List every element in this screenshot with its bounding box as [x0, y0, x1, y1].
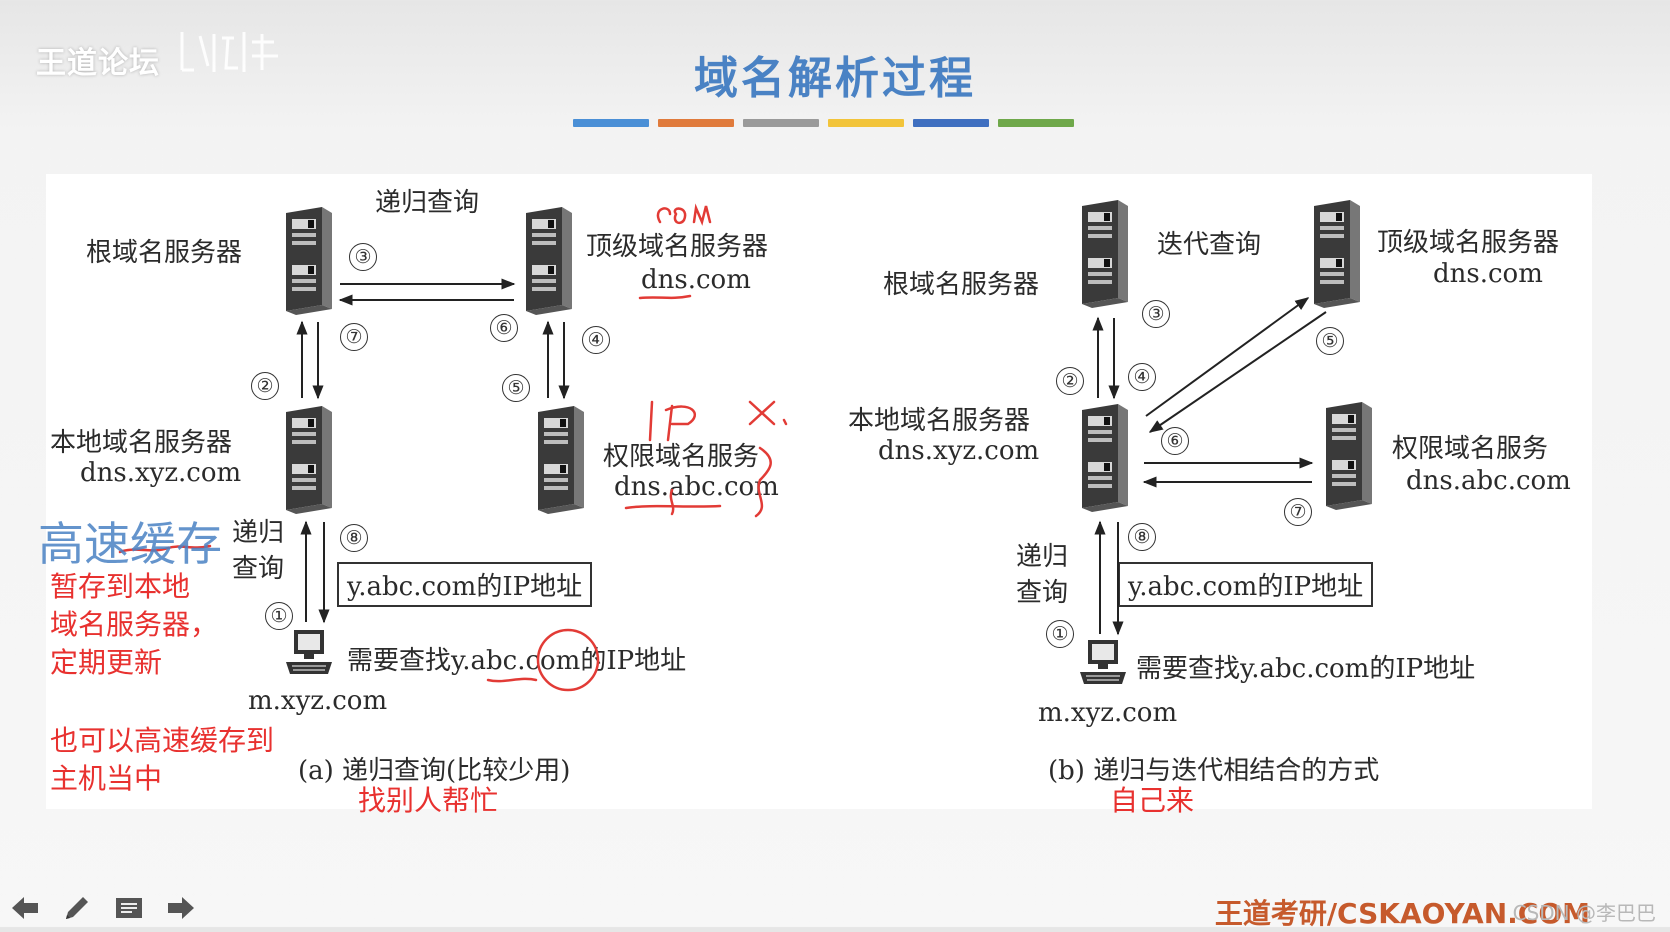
next-button[interactable]: [164, 893, 198, 923]
step-7: ⑦: [340, 323, 368, 351]
step-3: ③: [349, 243, 377, 271]
local-server-label: 本地域名服务器: [50, 428, 233, 458]
auth-server-label: 权限域名服务: [603, 442, 760, 472]
left-note: 找别人帮忙: [358, 784, 499, 817]
root-server-icon-b: [1074, 198, 1130, 308]
color-bar-4: [828, 119, 904, 127]
recursive-side-label-b2: 查询: [1016, 578, 1069, 608]
step-5-b: ⑤: [1316, 327, 1344, 355]
local-server-icon: [278, 404, 334, 514]
step-8: ⑧: [340, 524, 368, 552]
caption-b: (b) 递归与迭代相结合的方式: [1048, 756, 1380, 786]
local-server-label-b: 本地域名服务器: [848, 406, 1031, 436]
pen-icon: [66, 897, 88, 919]
cache-note: 暂存到本地 域名服务器， 定期更新: [50, 568, 218, 682]
slide-title: 域名解析过程: [694, 53, 976, 104]
tld-domain-label-b: dns.com: [1433, 259, 1543, 289]
step-5: ⑤: [502, 374, 530, 402]
step-3-b: ③: [1142, 300, 1170, 328]
auth-server-icon-b: [1318, 400, 1374, 510]
step-6: ⑥: [490, 314, 518, 342]
pen-button[interactable]: [60, 893, 94, 923]
host-name-label-b: m.xyz.com: [1038, 698, 1178, 728]
answer-box-b: y.abc.com的IP地址: [1118, 562, 1374, 607]
answer-box: y.abc.com的IP地址: [337, 562, 593, 607]
host-cache-note: 也可以高速缓存到 主机当中: [50, 722, 274, 798]
caption-a: (a) 递归查询(比较少用): [298, 756, 571, 786]
root-server-icon: [278, 205, 334, 315]
slide-controls: [8, 893, 198, 923]
cache-note-line-2: 域名服务器，: [50, 608, 219, 641]
step-2: ②: [251, 372, 279, 400]
tld-server-icon: [518, 205, 574, 315]
step-6-b: ⑥: [1161, 427, 1189, 455]
color-bar-5: [913, 119, 989, 127]
watermark-logo: [180, 32, 278, 72]
host-query-label-b: 需要查找y.abc.com的IP地址: [1136, 654, 1476, 684]
title-color-bars: [573, 119, 1074, 127]
auth-domain-label: dns.abc.com: [614, 472, 779, 502]
watermark: 王道论坛: [36, 46, 160, 81]
footer-brand: 王道考研/CSKAOYAN.COM: [1214, 897, 1590, 930]
step-4: ④: [582, 326, 610, 354]
local-domain-label: dns.xyz.com: [80, 458, 242, 488]
step-1: ①: [265, 602, 293, 630]
host-query-label: 需要查找y.abc.com的IP地址: [347, 646, 687, 676]
host-cache-note-line-2: 主机当中: [50, 762, 163, 795]
auth-server-icon: [530, 404, 586, 514]
step-2-b: ②: [1056, 367, 1084, 395]
color-bar-1: [573, 119, 649, 127]
root-server-label: 根域名服务器: [86, 238, 243, 268]
cache-note-line-3: 定期更新: [50, 646, 163, 679]
step-7-b: ⑦: [1284, 498, 1312, 526]
color-bar-2: [658, 119, 734, 127]
recursive-side-label-1: 递归: [232, 518, 285, 548]
local-domain-label-b: dns.xyz.com: [878, 436, 1040, 466]
host-computer-icon-b: [1078, 638, 1128, 688]
tld-server-label: 顶级域名服务器: [586, 232, 769, 262]
step-8-b: ⑧: [1128, 523, 1156, 551]
auth-domain-label-b: dns.abc.com: [1406, 466, 1571, 496]
color-bar-3: [743, 119, 819, 127]
right-note: 自己来: [1110, 784, 1195, 817]
root-server-label-b: 根域名服务器: [883, 270, 1040, 300]
recursive-query-label: 递归查询: [375, 188, 480, 218]
recursive-side-label-2: 查询: [232, 554, 285, 584]
cache-label: 高速缓存: [38, 517, 222, 571]
cache-note-line-1: 暂存到本地: [50, 570, 191, 603]
recursive-side-label-b1: 递归: [1016, 542, 1069, 572]
step-1-b: ①: [1046, 620, 1074, 648]
next-icon: [168, 897, 194, 919]
host-computer-icon: [284, 628, 334, 678]
color-bar-6: [998, 119, 1074, 127]
tld-server-label-b: 顶级域名服务器: [1377, 228, 1560, 258]
host-name-label: m.xyz.com: [248, 686, 388, 716]
notes-icon: [116, 898, 142, 918]
footer-credit: CSDN @李巴巴: [1512, 901, 1656, 925]
tld-domain-label: dns.com: [641, 265, 751, 295]
prev-icon: [12, 897, 38, 919]
host-cache-note-line-1: 也可以高速缓存到: [50, 724, 275, 757]
auth-server-label-b: 权限域名服务: [1392, 434, 1549, 464]
iterative-query-label: 迭代查询: [1157, 230, 1262, 260]
step-4-b: ④: [1128, 363, 1156, 391]
prev-button[interactable]: [8, 893, 42, 923]
local-server-icon-b: [1074, 402, 1130, 512]
notes-button[interactable]: [112, 893, 146, 923]
tld-server-icon-b: [1306, 198, 1362, 308]
